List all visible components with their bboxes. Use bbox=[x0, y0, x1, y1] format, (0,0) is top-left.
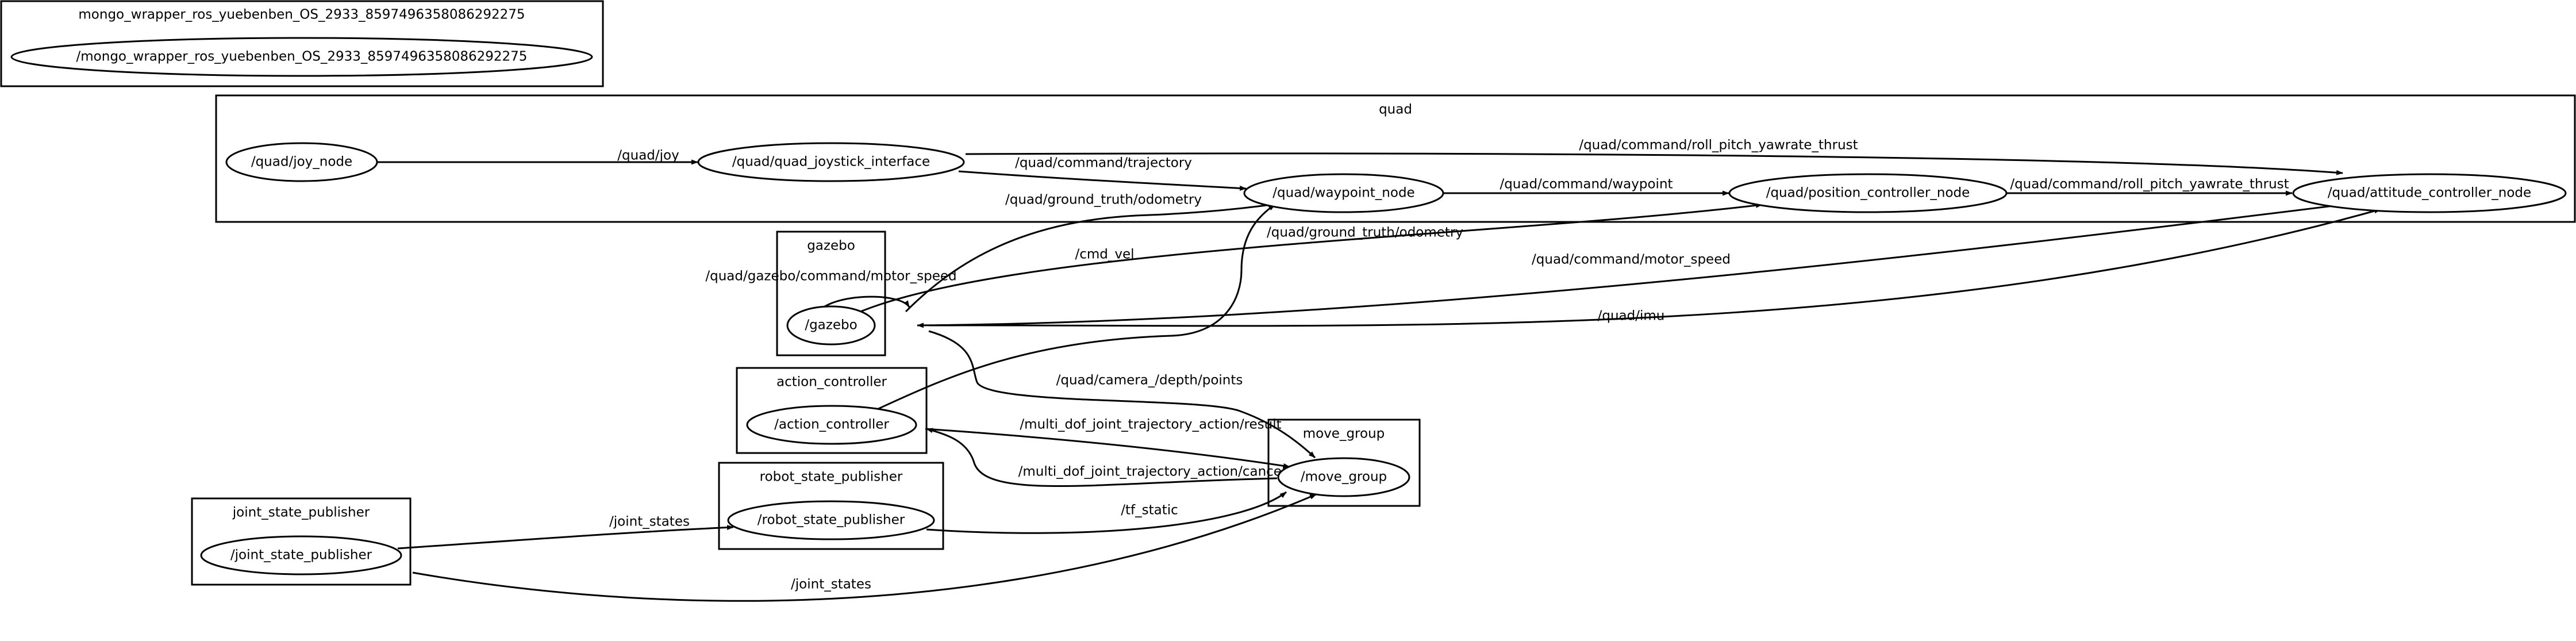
node-quad-joystick-interface-label: /quad/quad_joystick_interface bbox=[732, 155, 930, 170]
edge-joy: /quad/joy bbox=[377, 148, 698, 165]
edge-label-cmd-vel: /cmd_vel bbox=[1075, 247, 1134, 262]
node-robot-state-publisher[interactable]: /robot_state_publisher bbox=[727, 500, 935, 540]
cluster-joint-state-publisher: joint_state_publisher bbox=[191, 497, 412, 586]
cluster-action-controller: action_controller bbox=[736, 367, 928, 454]
edge-label-action-result: /multi_dof_joint_trajectory_action/resul… bbox=[1020, 417, 1281, 432]
edge-label-motor-speed: /quad/command/motor_speed bbox=[1532, 252, 1731, 267]
node-joint-state-publisher[interactable]: /joint_state_publisher bbox=[200, 535, 402, 575]
edge-gazebo-motor-speed: /quad/gazebo/command/motor_speed bbox=[705, 269, 957, 313]
edge-action-cancel: /multi_dof_joint_trajectory_action/cance… bbox=[926, 428, 1286, 487]
cluster-quad: quad bbox=[215, 94, 2576, 223]
cluster-gazebo: gazebo bbox=[776, 231, 886, 356]
cluster-mongo-wrapper-label: mongo_wrapper_ros_yuebenben_OS_2933_8597… bbox=[78, 7, 525, 22]
node-attitude-controller-node[interactable]: /quad/attitude_controller_node bbox=[2292, 173, 2567, 213]
edge-label-action-cancel: /multi_dof_joint_trajectory_action/cance… bbox=[1018, 465, 1286, 479]
edge-label-gazebo-motor-speed: /quad/gazebo/command/motor_speed bbox=[705, 269, 956, 284]
node-quad-joystick-interface[interactable]: /quad/quad_joystick_interface bbox=[697, 142, 965, 182]
edge-joint-states-rsp: /joint_states bbox=[397, 515, 734, 550]
edge-label-depth-points: /quad/camera_/depth/points bbox=[1056, 373, 1243, 388]
node-mongo-wrapper-label: /mongo_wrapper_ros_yuebenben_OS_2933_859… bbox=[76, 49, 528, 64]
edge-motor-speed: /quad/command/motor_speed bbox=[917, 204, 2343, 328]
cluster-move-group-label: move_group bbox=[1303, 427, 1385, 442]
node-gazebo[interactable]: /gazebo bbox=[786, 305, 876, 346]
cluster-robot-state-publisher: robot_state_publisher bbox=[718, 462, 944, 550]
node-robot-state-publisher-label: /robot_state_publisher bbox=[758, 513, 905, 528]
edge-action-result: /multi_dof_joint_trajectory_action/resul… bbox=[925, 417, 1290, 469]
node-action-controller[interactable]: /action_controller bbox=[746, 405, 917, 445]
node-waypoint-node-label: /quad/waypoint_node bbox=[1272, 186, 1414, 201]
edge-label-joy: /quad/joy bbox=[617, 148, 679, 163]
cluster-action-controller-label: action_controller bbox=[776, 375, 887, 390]
node-gazebo-label: /gazebo bbox=[805, 318, 857, 333]
node-waypoint-node[interactable]: /quad/waypoint_node bbox=[1243, 173, 1444, 213]
edge-cmd-vel: /cmd_vel bbox=[876, 204, 1275, 410]
edge-rpyt-direct: /quad/command/roll_pitch_yawrate_thrust bbox=[965, 138, 2343, 175]
edge-trajectory: /quad/command/trajectory bbox=[958, 156, 1247, 191]
edge-depth-points: /quad/camera_/depth/points bbox=[928, 330, 1316, 459]
edge-label-rpyt-direct: /quad/command/roll_pitch_yawrate_thrust bbox=[1579, 138, 1858, 153]
edge-label-imu: /quad/imu bbox=[1598, 309, 1665, 324]
node-attitude-controller-node-label: /quad/attitude_controller_node bbox=[2328, 186, 2531, 201]
cluster-robot-state-publisher-label: robot_state_publisher bbox=[760, 470, 903, 485]
edge-odom-waypoint: /quad/ground_truth/odometry bbox=[905, 193, 1280, 313]
edge-label-waypoint: /quad/command/waypoint bbox=[1500, 177, 1673, 192]
edge-tf-static: /tf_static bbox=[926, 491, 1287, 534]
cluster-gazebo-label: gazebo bbox=[807, 239, 855, 254]
edge-label-tf-static: /tf_static bbox=[1121, 503, 1178, 518]
edge-waypoint: /quad/command/waypoint bbox=[1444, 177, 1729, 196]
cluster-mongo-wrapper: mongo_wrapper_ros_yuebenben_OS_2933_8597… bbox=[0, 0, 604, 87]
node-move-group-label: /move_group bbox=[1301, 470, 1387, 485]
edge-imu: /quad/imu bbox=[928, 208, 2381, 327]
node-joy-node[interactable]: /quad/joy_node bbox=[225, 142, 378, 182]
cluster-joint-state-publisher-label: joint_state_publisher bbox=[232, 505, 370, 520]
node-joint-state-publisher-label: /joint_state_publisher bbox=[230, 548, 372, 563]
edge-label-rpyt: /quad/command/roll_pitch_yawrate_thrust bbox=[2010, 177, 2289, 192]
edge-joint-states-mg: /joint_states bbox=[412, 493, 1317, 602]
node-joy-node-label: /quad/joy_node bbox=[251, 155, 352, 170]
edge-label-trajectory: /quad/command/trajectory bbox=[1015, 156, 1192, 171]
edge-odom-position: /quad/ground_truth/odometry bbox=[856, 202, 1763, 314]
edge-label-odom-waypoint: /quad/ground_truth/odometry bbox=[1005, 193, 1202, 208]
node-action-controller-label: /action_controller bbox=[774, 417, 889, 432]
edge-label-joint-states-mg: /joint_states bbox=[791, 577, 871, 592]
node-position-controller-node[interactable]: /quad/position_controller_node bbox=[1728, 173, 2008, 213]
edge-label-joint-states-rsp: /joint_states bbox=[609, 515, 690, 529]
node-move-group[interactable]: /move_group bbox=[1277, 457, 1410, 497]
edge-label-odom-position: /quad/ground_truth/odometry bbox=[1267, 225, 1463, 240]
node-mongo-wrapper[interactable]: /mongo_wrapper_ros_yuebenben_OS_2933_859… bbox=[10, 37, 593, 77]
cluster-quad-label: quad bbox=[1379, 102, 1412, 117]
edge-rpyt: /quad/command/roll_pitch_yawrate_thrust bbox=[2007, 177, 2293, 196]
node-position-controller-node-label: /quad/position_controller_node bbox=[1766, 186, 1970, 201]
